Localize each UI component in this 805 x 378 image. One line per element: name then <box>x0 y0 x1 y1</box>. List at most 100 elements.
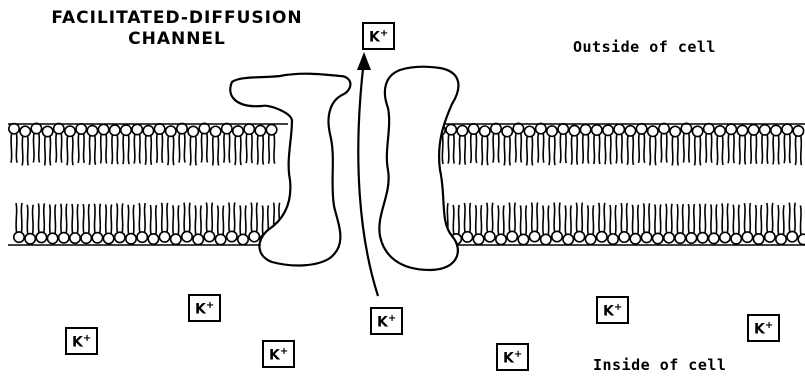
phospholipid <box>182 203 192 242</box>
phospholipid <box>473 205 483 244</box>
phospholipid <box>81 204 91 243</box>
potassium-ion: K+ <box>65 327 98 355</box>
potassium-ion: K+ <box>747 314 780 342</box>
phospholipid <box>255 125 265 164</box>
phospholipid <box>502 126 512 165</box>
phospholipid <box>457 126 467 165</box>
potassium-ion: K+ <box>596 296 629 324</box>
lipid-bilayer-left <box>8 123 288 245</box>
phospholipid <box>704 124 714 163</box>
phospholipid <box>541 205 551 244</box>
phospholipid <box>675 204 685 243</box>
phospholipid <box>686 204 696 243</box>
phospholipid <box>592 125 602 164</box>
phospholipid <box>65 126 75 165</box>
phospholipid <box>227 203 237 242</box>
phospholipid <box>536 123 546 162</box>
phospholipid <box>87 126 97 165</box>
phospholipid <box>753 205 763 244</box>
phospholipid <box>137 203 147 242</box>
phospholipid <box>154 124 164 163</box>
phospholipid <box>92 204 102 243</box>
phospholipid <box>558 124 568 163</box>
phospholipid <box>446 124 456 163</box>
arrow-head-icon <box>357 52 371 70</box>
phospholipid <box>529 203 539 242</box>
phospholipid <box>42 126 52 165</box>
potassium-ion: K+ <box>188 294 221 322</box>
phospholipid <box>715 126 725 165</box>
phospholipid <box>597 203 607 242</box>
phospholipid <box>204 203 214 242</box>
phospholipid <box>9 123 19 162</box>
phospholipid <box>648 126 658 165</box>
phospholipid <box>266 124 276 163</box>
phospholipid <box>748 125 758 164</box>
phospholipid <box>171 205 181 244</box>
potassium-ion-entering-channel: K+ <box>370 307 403 335</box>
phospholipid <box>580 124 590 163</box>
phospholipid <box>625 126 635 165</box>
phospholipid <box>787 203 797 242</box>
phospholipid <box>222 123 232 162</box>
phospholipid <box>249 203 259 242</box>
phospholipid <box>31 123 41 162</box>
channel-protein-right-subunit <box>379 67 458 270</box>
phospholipid <box>25 205 35 244</box>
phospholipid <box>193 205 203 244</box>
phospholipid <box>485 203 495 242</box>
phospholipid <box>199 123 209 162</box>
phospholipid <box>518 205 528 244</box>
phospholipid <box>574 203 584 242</box>
phospholipid <box>166 126 176 165</box>
phospholipid <box>603 125 613 164</box>
phospholipid <box>697 204 707 243</box>
phospholipid <box>731 205 741 244</box>
phospholipid <box>608 205 618 244</box>
phospholipid <box>143 126 153 165</box>
phospholipid <box>148 205 158 244</box>
phospholipid <box>742 203 752 242</box>
phospholipid <box>782 124 792 163</box>
phospholipid <box>670 126 680 165</box>
phospholipid <box>244 124 254 163</box>
phospholipid <box>103 204 113 243</box>
phospholipid <box>709 204 719 243</box>
phospholipid <box>793 126 803 165</box>
phospholipid <box>468 124 478 163</box>
phospholipid <box>547 126 557 165</box>
phospholipid <box>188 126 198 165</box>
phospholipid <box>726 124 736 163</box>
phospholipid <box>692 126 702 165</box>
phospholipid <box>619 203 629 242</box>
phospholipid <box>20 126 30 165</box>
phospholipid <box>14 203 24 242</box>
phospholipid <box>238 205 248 244</box>
phospholipid <box>524 126 534 165</box>
phospholipid <box>552 203 562 242</box>
lipid-bilayer-right <box>434 123 805 245</box>
phospholipid <box>563 205 573 244</box>
phospholipid <box>798 205 805 244</box>
phospholipid <box>462 203 472 242</box>
phospholipid <box>36 203 46 242</box>
potassium-ion-outside: K+ <box>362 22 395 50</box>
phospholipid <box>177 123 187 162</box>
phospholipid <box>59 204 69 243</box>
phospholipid <box>771 125 781 164</box>
phospholipid <box>585 205 595 244</box>
phospholipid <box>720 203 730 242</box>
phospholipid <box>210 126 220 165</box>
phospholipid <box>110 125 120 164</box>
phospholipid <box>491 123 501 162</box>
phospholipid <box>664 204 674 243</box>
phospholipid <box>653 204 663 243</box>
phospholipid <box>132 124 142 163</box>
phospholipid <box>76 124 86 163</box>
phospholipid <box>70 204 80 243</box>
phospholipid <box>54 123 64 162</box>
phospholipid <box>681 123 691 162</box>
phospholipid <box>98 124 108 163</box>
phospholipid <box>47 204 57 243</box>
phospholipid <box>159 203 169 242</box>
